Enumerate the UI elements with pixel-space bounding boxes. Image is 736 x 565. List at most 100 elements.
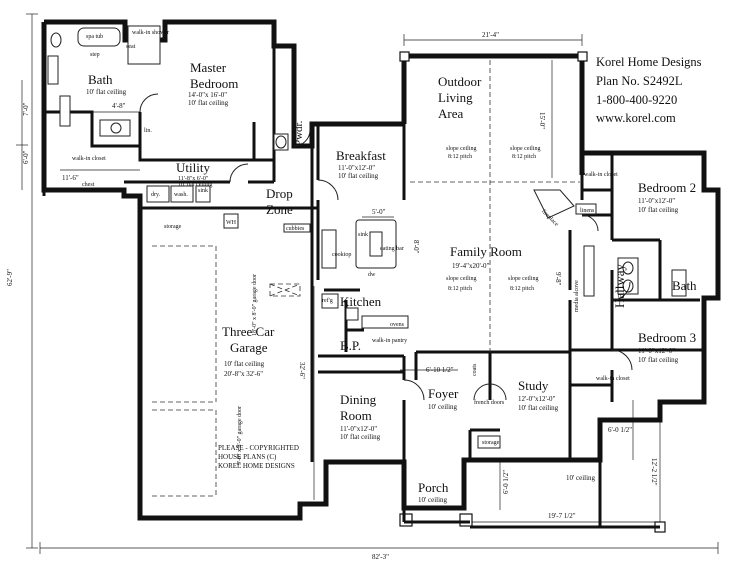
utility-sink-label: sink: [198, 188, 208, 194]
dimension-labels: 82'-3" 62'-9" 21'-4" 15'-0" 32'-6" 4'-8"…: [6, 31, 658, 561]
coats-label: coats: [472, 363, 478, 376]
porch-width-label: 19'-7 1/2": [548, 512, 576, 520]
walk-in-pantry-label: walk-in pantry: [372, 338, 407, 344]
interior-walls: [44, 46, 704, 462]
outdoor-label-1: Outdoor: [438, 74, 482, 89]
water-heater-label: WH: [226, 220, 237, 226]
eating-bar-label: eating bar: [380, 246, 404, 252]
media-alcove-label: media alcove: [574, 280, 580, 312]
dining-label-2: Room: [340, 408, 372, 423]
family-room-label: Family Room: [450, 244, 522, 259]
ovens-label: ovens: [390, 322, 405, 328]
kitchen-label: Kitchen: [340, 294, 382, 309]
brand-block: Korel Home Designs Plan No. S2492L 1-800…: [596, 55, 702, 125]
hallway-label: Hallway: [612, 263, 627, 308]
utility-ceiling: 10' flat ceiling: [178, 181, 212, 188]
spa-tub-label: spa tub: [86, 34, 103, 40]
outdoor-slope-left: slope ceiling: [446, 146, 477, 152]
garage-storage-label: storage: [164, 224, 182, 230]
outdoor-width-label: 21'-4": [482, 31, 499, 39]
french-doors-label-1: french doors: [474, 399, 505, 406]
refrigerator-label: ref'g: [322, 297, 333, 304]
left-7-label: 7'-0": [22, 102, 30, 116]
copyright-line-2: HOUSE PLANS (C): [218, 453, 277, 461]
chest-label: chest: [82, 182, 95, 188]
family-slope-right: slope ceiling: [508, 276, 539, 282]
outdoor-label-2: Living: [438, 90, 473, 105]
dining-ceiling: 10' flat ceiling: [340, 433, 381, 441]
copyright-line-1: PLEASE - COPYRIGHTED: [218, 444, 299, 452]
drop-zone-label-2: Zone: [266, 202, 293, 217]
master-bath-ceiling: 10' flat ceiling: [86, 88, 127, 96]
ceiling-guides: [152, 60, 580, 497]
kitchen-sink-label: sink: [358, 232, 368, 238]
seat-label: seat: [126, 44, 136, 50]
bar-8-label: 8'-0": [412, 240, 420, 254]
utility-label: Utility: [176, 160, 210, 175]
utility-size: 11'-8"x 6'-0": [178, 176, 209, 182]
master-bedroom-ceiling: 10' flat ceiling: [188, 99, 229, 107]
study-ceiling: 10' flat ceiling: [518, 404, 559, 412]
outdoor-pitch-left: 8:12 pitch: [448, 154, 472, 160]
family-room-size: 19'-4"x20'-0": [452, 262, 490, 270]
bedroom3-label: Bedroom 3: [638, 330, 696, 345]
closet-width-label: 11'-6": [62, 174, 79, 182]
garage-size: 20'-8"x 32'-6": [224, 370, 263, 378]
study-storage-label: storage: [482, 440, 500, 446]
linen-label: lin.: [144, 128, 152, 134]
porch-ceiling: 10' ceiling: [418, 496, 448, 504]
bedroom2-label: Bedroom 2: [638, 180, 696, 195]
foyer-width-label: 6'-10 1/2": [426, 366, 454, 374]
bedroom2-closet-label: walk-in closet: [584, 172, 618, 178]
side-porch-ceiling: 10' ceiling: [566, 474, 596, 482]
columns: [399, 51, 666, 533]
study-label: Study: [518, 378, 549, 393]
cubbies-label: cubbies: [286, 226, 305, 232]
bedroom2-ceiling: 10' flat ceiling: [638, 206, 679, 214]
garage-door-1-label: 18'-0" x 8'-0" garage door: [252, 274, 258, 336]
fixtures: [47, 25, 687, 449]
foyer-label: Foyer: [428, 386, 459, 401]
cooktop-label: cooktop: [332, 252, 351, 258]
powder-label: Pwdr.: [293, 120, 305, 146]
master-bedroom-label-1: Master: [190, 60, 227, 75]
dishwasher-label: dw: [368, 272, 376, 278]
bar-5-label: 5'-0": [372, 208, 386, 216]
phone-number: 1-800-400-9220: [596, 93, 677, 107]
bedroom3-ceiling: 10' flat ceiling: [638, 356, 679, 364]
master-bedroom-label-2: Bedroom: [190, 76, 238, 91]
family-pitch-left: 8:12 pitch: [448, 286, 472, 292]
media-9-label: 9'-8": [554, 272, 562, 286]
plan-number: Plan No. S2492L: [596, 74, 682, 88]
breakfast-size: 11'-0"x12'-0": [338, 164, 375, 172]
outdoor-depth-label: 15'-0": [538, 112, 546, 129]
porch-depth-label: 6'-0 1/2": [502, 470, 510, 494]
garage-ceiling: 10' flat ceiling: [224, 360, 265, 368]
right-12-label: 12'-2 1/2": [650, 458, 658, 486]
garage-label-1: Three Car: [222, 324, 275, 339]
breakfast-ceiling: 10' flat ceiling: [338, 172, 379, 180]
foyer-ceiling: 10' ceiling: [428, 403, 458, 411]
bedroom2-size: 11'-0"x12'-0": [638, 197, 675, 205]
garage-label-2: Garage: [230, 340, 268, 355]
study-size: 12'-0"x12'-0": [518, 395, 556, 403]
bath-width-label: 4'-8": [112, 102, 126, 110]
step-label: step: [90, 52, 100, 58]
copyright-line-3: KOREL HOME DESIGNS: [218, 462, 295, 470]
porch-label: Porch: [418, 480, 449, 495]
outdoor-label-3: Area: [438, 106, 463, 121]
overall-width-label: 82'-3": [372, 553, 389, 561]
garage-door-2-label: 9'-0" x 8'-0" garage door: [237, 406, 243, 465]
overall-depth-label: 62'-9": [6, 269, 14, 286]
breakfast-label: Breakfast: [336, 148, 386, 163]
master-bath-label: Bath: [88, 72, 113, 87]
left-6-label: 6'-0": [22, 150, 30, 164]
washer-label: wash.: [174, 192, 188, 198]
butler-pantry-label: B.P.: [340, 338, 361, 353]
outdoor-slope-right: slope ceiling: [510, 146, 541, 152]
family-slope-left: slope ceiling: [446, 276, 477, 282]
bedroom3-closet-label: walk-in closet: [596, 376, 630, 382]
garage-depth-label: 32'-6": [298, 362, 306, 379]
outdoor-pitch-right: 8:12 pitch: [512, 154, 536, 160]
